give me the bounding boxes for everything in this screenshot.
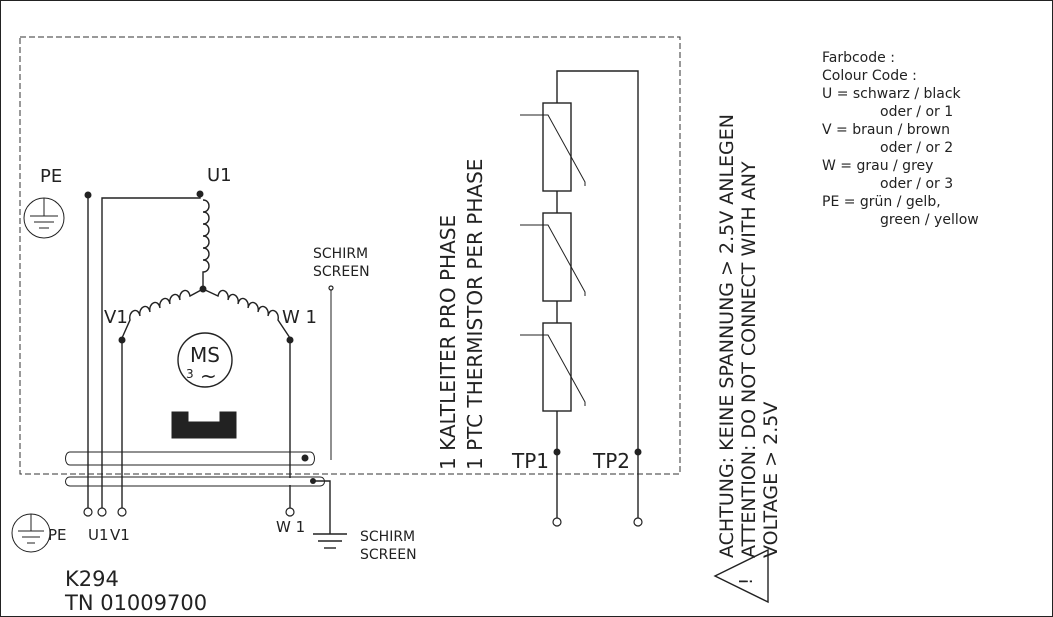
ptc-thermistor-2 xyxy=(520,212,586,323)
color-code-line: oder / or 3 xyxy=(880,176,953,192)
tp2-wire xyxy=(556,70,639,452)
color-code-legend: Farbcode : Colour Code : U = schwarz / b… xyxy=(822,50,979,228)
color-code-line: U = schwarz / black xyxy=(822,86,962,102)
color-code-title-en: Colour Code : xyxy=(822,68,917,84)
u1-wire xyxy=(101,194,201,508)
screen-ground-icon xyxy=(313,533,347,549)
cable-bundle xyxy=(65,451,325,487)
ac-symbol: ~ xyxy=(200,364,217,388)
warning-line1: ACHTUNG: KEINE SPANNUNG > 2.5V ANLEGEN xyxy=(716,114,738,558)
ptc-thermistor-3 xyxy=(520,322,586,452)
tp2-connector xyxy=(633,517,643,527)
motor-ms-icon: MS 3 ~ xyxy=(177,332,233,388)
pe-connector-label: PE xyxy=(48,526,67,544)
tp1-connector xyxy=(552,517,562,527)
v1-label: V1 xyxy=(104,307,128,328)
w-winding xyxy=(202,288,291,339)
screen-wire xyxy=(313,480,331,534)
screen-label: SCREEN xyxy=(360,547,417,563)
w1-connector xyxy=(285,507,295,517)
tp1-label: TP1 xyxy=(511,449,549,473)
color-code-line: green / yellow xyxy=(880,212,979,228)
color-code-line: oder / or 1 xyxy=(880,104,953,120)
w1-label: W 1 xyxy=(282,307,317,328)
color-code-title-de: Farbcode : xyxy=(822,50,895,66)
color-code-line: V = braun / brown xyxy=(822,122,950,138)
ptc-thermistor-1 xyxy=(520,102,586,213)
phase-label: 3 xyxy=(186,367,194,381)
ms-label: MS xyxy=(190,343,220,367)
pe-connector xyxy=(83,507,93,517)
color-code-line: oder / or 2 xyxy=(880,140,953,156)
warning-triangle-icon: ! xyxy=(713,548,769,604)
tn-number: TN 01009700 xyxy=(64,591,207,615)
w1-connector-label: W 1 xyxy=(276,518,305,536)
u1-label: U1 xyxy=(207,165,232,186)
housing-boundary xyxy=(19,36,681,475)
warning-line3: VOLTAGE > 2.5V xyxy=(760,402,782,558)
svg-text:!: ! xyxy=(736,578,757,585)
pe-ground-bottom-icon xyxy=(11,513,51,553)
schirm-label: SCHIRM xyxy=(360,529,415,545)
screen-point xyxy=(328,285,334,291)
screen-label-motor: SCREEN xyxy=(313,264,370,280)
core-symbol xyxy=(171,411,237,439)
v-winding xyxy=(121,288,204,339)
schirm-label-motor: SCHIRM xyxy=(313,246,368,262)
tp2-label: TP2 xyxy=(592,449,630,473)
thermistor-note-de: 1 KALTLEITER PRO PHASE xyxy=(436,215,460,470)
u1-connector xyxy=(97,507,107,517)
u1-connector-label: U1 xyxy=(88,526,109,544)
color-code-line: PE = grün / gelb, xyxy=(822,194,941,210)
u-winding xyxy=(202,199,210,289)
color-code-line: W = grau / grey xyxy=(822,158,933,174)
v1-connector xyxy=(117,507,127,517)
warning-line2: ATTENTION: DO NOT CONNECT WITH ANY xyxy=(738,161,760,558)
pe-label: PE xyxy=(40,166,62,187)
thermistor-note-en: 1 PTC THERMISTOR PER PHASE xyxy=(463,159,487,470)
pe-ground-icon xyxy=(23,197,65,239)
v1-connector-label: V1 xyxy=(110,526,130,544)
model-number: K294 xyxy=(65,567,119,591)
